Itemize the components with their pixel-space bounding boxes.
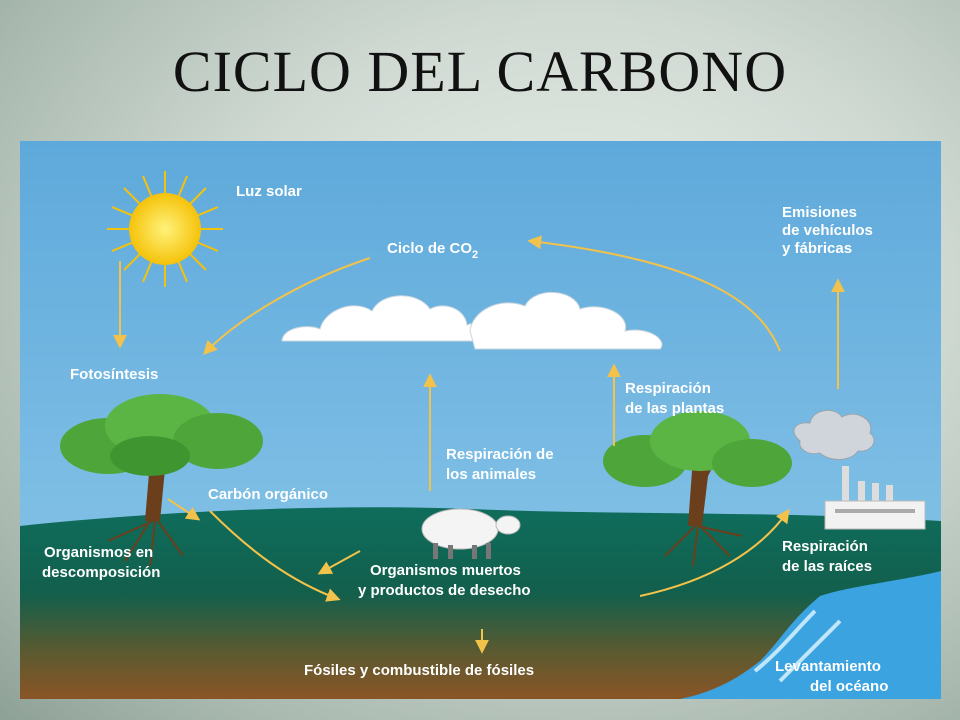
label-organic-carbon: Carbón orgánico bbox=[208, 486, 328, 503]
label-decomposition-2: descomposición bbox=[42, 564, 160, 581]
sheep-icon bbox=[421, 508, 521, 559]
sun-icon bbox=[107, 171, 223, 287]
tree-icon-left bbox=[60, 394, 263, 567]
factory-icon bbox=[793, 409, 926, 530]
label-decomposition-1: Organismos en bbox=[44, 544, 153, 561]
label-photosynthesis: Fotosíntesis bbox=[70, 366, 158, 383]
label-sunlight: Luz solar bbox=[236, 183, 302, 200]
label-root-respiration-2: de las raíces bbox=[782, 558, 872, 575]
ocean bbox=[680, 571, 941, 699]
label-emissions-2: de vehículos bbox=[782, 222, 873, 239]
label-animal-respiration-1: Respiración de bbox=[446, 446, 554, 463]
cloud-icon bbox=[281, 292, 663, 350]
label-fossils: Fósiles y combustible de fósiles bbox=[304, 662, 534, 679]
cycle-arrows bbox=[113, 235, 845, 654]
label-co2-cycle: Ciclo de CO2 bbox=[387, 240, 478, 261]
slide-title: CICLO DEL CARBONO bbox=[172, 39, 788, 104]
label-dead-organisms-1: Organismos muertos bbox=[370, 562, 521, 579]
label-emissions-1: Emisiones bbox=[782, 204, 857, 221]
label-dead-organisms-2: y productos de desecho bbox=[358, 582, 531, 599]
ground bbox=[20, 507, 941, 699]
label-animal-respiration-2: los animales bbox=[446, 466, 536, 483]
label-plant-respiration-2: de las plantas bbox=[625, 400, 724, 417]
label-ocean-1: Levantamiento bbox=[775, 658, 881, 675]
carbon-cycle-diagram: Luz solar Ciclo de CO2 Emisiones de vehí… bbox=[20, 141, 941, 699]
tree-icon-right bbox=[603, 411, 792, 567]
label-root-respiration-1: Respiración bbox=[782, 538, 868, 555]
label-emissions-3: y fábricas bbox=[782, 240, 852, 257]
label-plant-respiration-1: Respiración bbox=[625, 380, 711, 397]
label-ocean-2: del océano bbox=[810, 678, 888, 695]
